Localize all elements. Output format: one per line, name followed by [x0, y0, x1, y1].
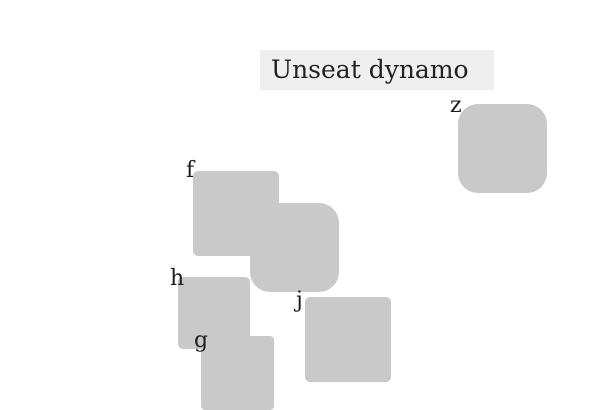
tile-unlabeled[interactable] [250, 203, 339, 292]
tile-label-g: g [194, 328, 209, 353]
tile-g[interactable] [201, 336, 274, 410]
tile-label-h: h [170, 266, 185, 291]
tile-label-j: j [296, 288, 303, 313]
tile-z[interactable] [458, 104, 547, 193]
tile-j[interactable] [305, 297, 391, 382]
page-title: Unseat dynamo [260, 50, 494, 90]
tile-label-f: f [186, 158, 195, 183]
tile-label-z: z [450, 93, 462, 118]
